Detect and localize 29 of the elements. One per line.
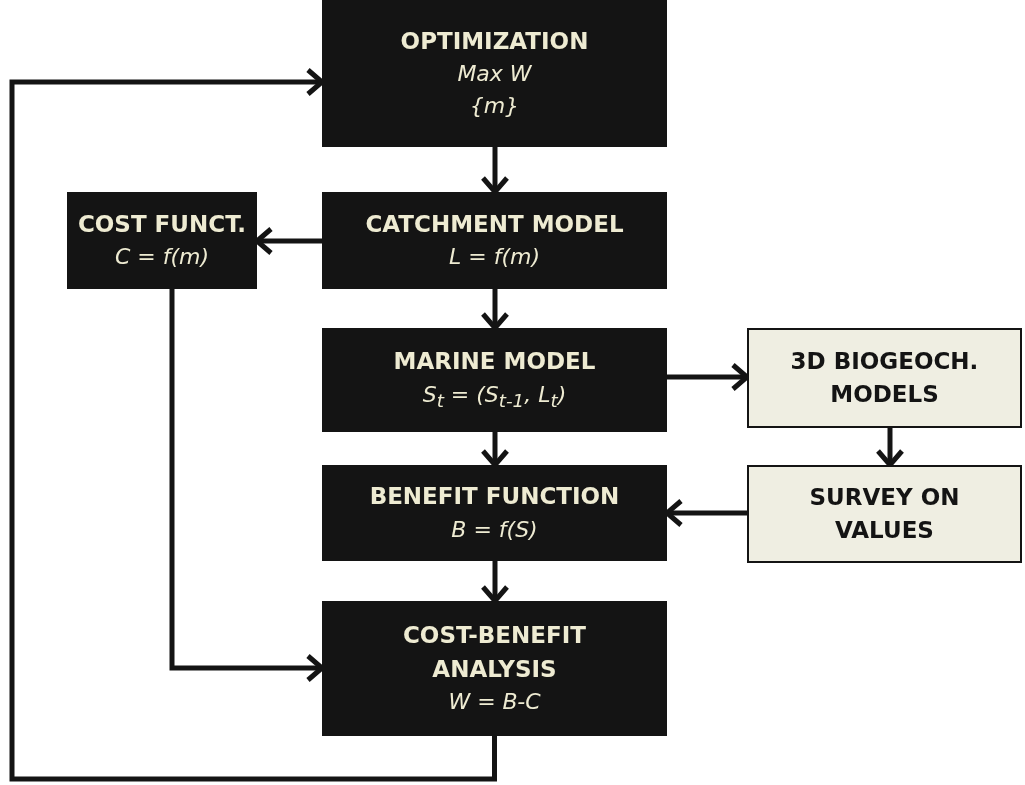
process-box (747, 328, 1022, 428)
box-heading: BENEFIT FUNCTION (369, 482, 620, 512)
process-box (322, 0, 667, 147)
formula: B = f(S) (451, 515, 538, 544)
box-heading: CATCHMENT MODEL (365, 209, 624, 239)
formula: {m} (469, 92, 520, 121)
process-box (322, 328, 667, 432)
arrow (9, 67, 497, 782)
formula: W = B-C (448, 687, 541, 716)
arrow (480, 147, 510, 195)
formula: L = f(m) (449, 243, 540, 272)
box-heading: 3D BIOGEOCH. MODELS (789, 346, 980, 409)
arrow (480, 432, 510, 468)
box-heading: OPTIMIZATION (400, 26, 589, 56)
box-heading: COST-BENEFIT ANALYSIS (402, 621, 587, 684)
formula: C = f(m) (114, 243, 210, 272)
process-box (747, 465, 1022, 563)
box-heading: SURVEY ON VALUES (808, 482, 961, 545)
box-heading: COST FUNCT. (77, 209, 247, 239)
process-box (67, 192, 257, 289)
process-box (322, 465, 667, 561)
formula: S$_{t}$ = (S$_{t-1}$, L$_{t}$) (422, 380, 567, 414)
formula: Max W (457, 60, 532, 89)
arrow (875, 428, 905, 468)
arrow (480, 561, 510, 604)
process-box (322, 192, 667, 289)
arrow (480, 289, 510, 331)
box-heading: MARINE MODEL (393, 347, 596, 377)
process-box (322, 601, 667, 736)
